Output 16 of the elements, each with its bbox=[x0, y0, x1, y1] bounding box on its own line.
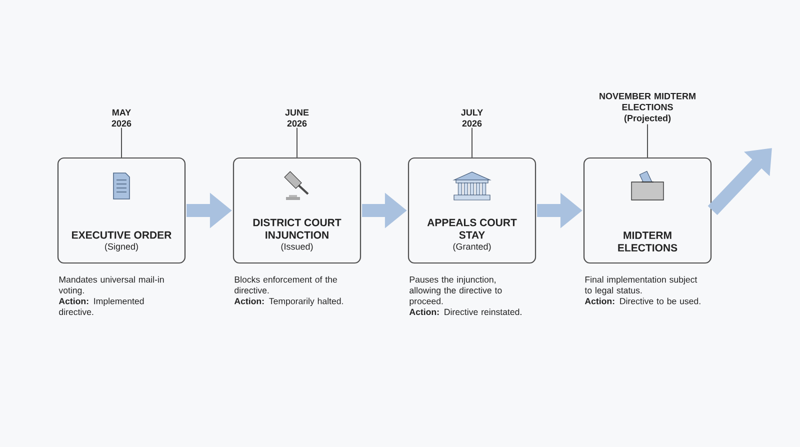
date-label: JUNE 2026 bbox=[285, 109, 309, 127]
description-text: Action: Temporarily halted. bbox=[234, 298, 343, 306]
description-text: Action: Directive to be used. bbox=[584, 298, 700, 304]
date-label: MAY 2026 bbox=[112, 109, 132, 127]
stage-box: MIDTERM ELECTIONS bbox=[583, 157, 712, 264]
description-text: Final implementation subject to legal status. bbox=[584, 276, 698, 296]
stage-box: EXECUTIVE ORDER (Signed) bbox=[57, 157, 186, 264]
description-text: Pauses the injunction, allowing the directive to proceed. bbox=[410, 276, 502, 306]
description-text: Blocks enforcement of the directive. bbox=[234, 276, 337, 294]
description-text: Mandates universal mail-in voting. bbox=[58, 276, 164, 296]
description-text: Action: Implemented directive. bbox=[58, 298, 144, 316]
stage-box: DISTRICT COURT INJUNCTION (Issued) bbox=[232, 157, 362, 264]
stage-box: APPEALS COURT STAY (Granted) bbox=[408, 157, 536, 264]
date-label: NOVEMBER MIDTERM ELECTIONS (Projected) bbox=[600, 92, 696, 124]
description-text: Action: Directive reinstated. bbox=[409, 308, 522, 316]
date-label: JULY 2026 bbox=[461, 109, 483, 127]
